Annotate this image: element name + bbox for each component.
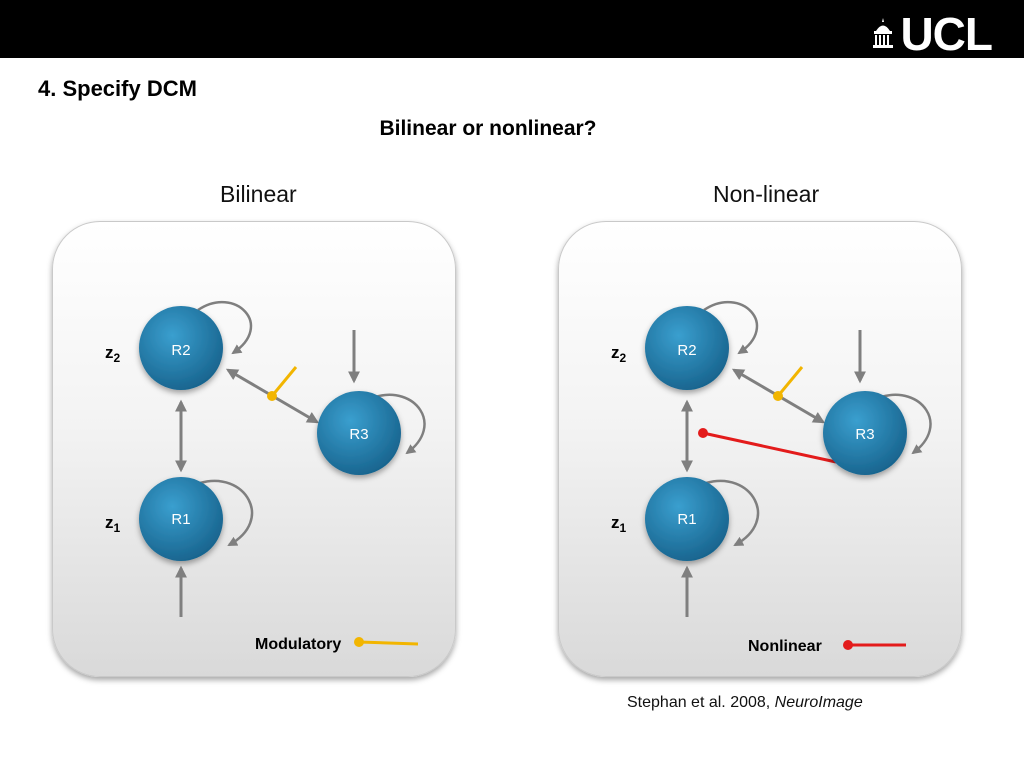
slide-title: 4. Specify DCM [38,76,197,101]
r1-self-connection [705,479,760,547]
nonlinear-legend-dot [843,640,853,650]
z2-label: z2 [611,343,627,365]
z2-label: z2 [105,343,121,365]
modulatory-dot [267,391,277,401]
ucl-logo: UCL [872,8,993,60]
z1-label: z1 [611,513,627,535]
r1-label: R1 [171,511,190,528]
z2-base: z [611,343,620,362]
r3-node [317,391,401,475]
r1-label: R1 [677,511,696,528]
r3-label: R3 [855,426,874,443]
logo-text: UCL [900,8,993,60]
modulatory-line [270,366,298,397]
nonlinear-line [702,431,837,464]
bilinear-heading: Bilinear [220,181,297,207]
r1-node [139,477,223,561]
r3-self-connection [374,393,426,455]
r3-node [823,391,907,475]
z1-base: z [105,513,114,532]
z1-base: z [611,513,620,532]
nonlinear-heading: Non-linear [713,181,820,207]
citation-text: Stephan et al. 2008, [627,694,775,711]
header-bar: UCL [0,0,1024,58]
slide-subtitle: Bilinear or nonlinear? [379,117,597,140]
modulatory-dot [773,391,783,401]
r2-node [645,306,729,390]
r3-label: R3 [349,426,368,443]
modulatory-legend-line [358,640,419,646]
r2-label: R2 [171,342,190,359]
bilinear-diagram: R2 R3 R1 z2 z1 Modulatory [105,300,426,653]
portico-dome-icon [873,18,894,48]
z1-subscript: 1 [114,521,121,535]
nonlinear-dot [698,428,708,438]
r2-label: R2 [677,342,696,359]
z2-subscript: 2 [114,351,121,365]
z1-subscript: 1 [620,521,627,535]
nonlinear-legend-label: Nonlinear [748,638,822,655]
citation-journal: NeuroImage [774,694,863,711]
r1-node [645,477,729,561]
modulatory-legend-dot [354,637,364,647]
r2-node [139,306,223,390]
z1-label: z1 [105,513,121,535]
modulatory-legend-label: Modulatory [255,636,341,653]
citation: Stephan et al. 2008, NeuroImage [627,694,863,712]
modulatory-line [776,366,804,397]
nonlinear-diagram: R2 R3 R1 z2 z1 Nonlinear [611,300,932,655]
r2-self-connection [703,300,759,355]
r1-self-connection [199,479,254,547]
r2-self-connection [197,300,253,355]
z2-base: z [105,343,114,362]
z2-subscript: 2 [620,351,627,365]
r3-self-connection [880,393,932,455]
